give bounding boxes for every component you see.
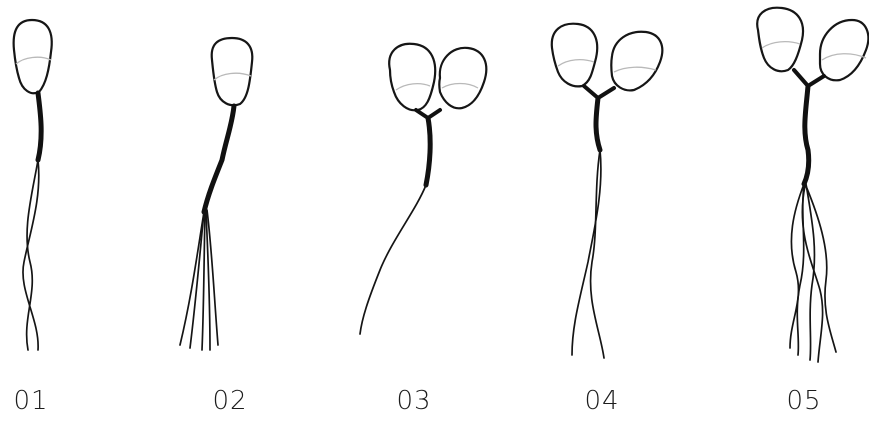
earbud-variant-03 xyxy=(360,44,486,334)
earbud-tip-line xyxy=(442,84,478,89)
cable-trunk xyxy=(596,98,600,150)
earbud-head xyxy=(611,32,662,91)
earbud-tip-line xyxy=(614,67,656,72)
variant-label: 02 xyxy=(200,386,260,416)
earbud-head xyxy=(212,38,253,105)
earbud-head xyxy=(439,48,486,108)
earbud-head xyxy=(757,8,803,72)
earbud-tip-line xyxy=(396,84,430,90)
earbud-variant-02 xyxy=(180,38,252,350)
cable-strand xyxy=(27,160,38,350)
cable-strand xyxy=(591,150,604,358)
cable-strand xyxy=(806,184,814,360)
earbud-tip-line xyxy=(762,42,800,48)
cable-trunk xyxy=(204,106,234,212)
cable-trunk xyxy=(804,86,809,184)
variant-label: 01 xyxy=(1,386,61,416)
cable-strand xyxy=(802,186,822,362)
cable-strand xyxy=(360,185,426,334)
earbud-tip-line xyxy=(558,60,594,66)
variant-label: 03 xyxy=(384,386,444,416)
earbud-head xyxy=(14,20,52,93)
cable-trunk xyxy=(426,118,430,185)
cable-trunk xyxy=(38,93,41,160)
earbud-head xyxy=(389,44,435,111)
earbud-head xyxy=(820,20,868,80)
earbud-variant-01 xyxy=(14,20,52,350)
earbud-tip-line xyxy=(16,57,51,64)
earbud-head xyxy=(552,24,597,87)
earbud-tip-line xyxy=(214,73,251,80)
variant-label: 05 xyxy=(774,386,834,416)
earbud-variant-05 xyxy=(757,8,868,362)
cable-y-split xyxy=(794,70,824,86)
cable-strand xyxy=(190,212,204,348)
cable-strand xyxy=(23,160,39,350)
earbud-tip-line xyxy=(822,54,866,60)
variant-label: 04 xyxy=(572,386,632,416)
earbud-variant-04 xyxy=(552,24,663,358)
